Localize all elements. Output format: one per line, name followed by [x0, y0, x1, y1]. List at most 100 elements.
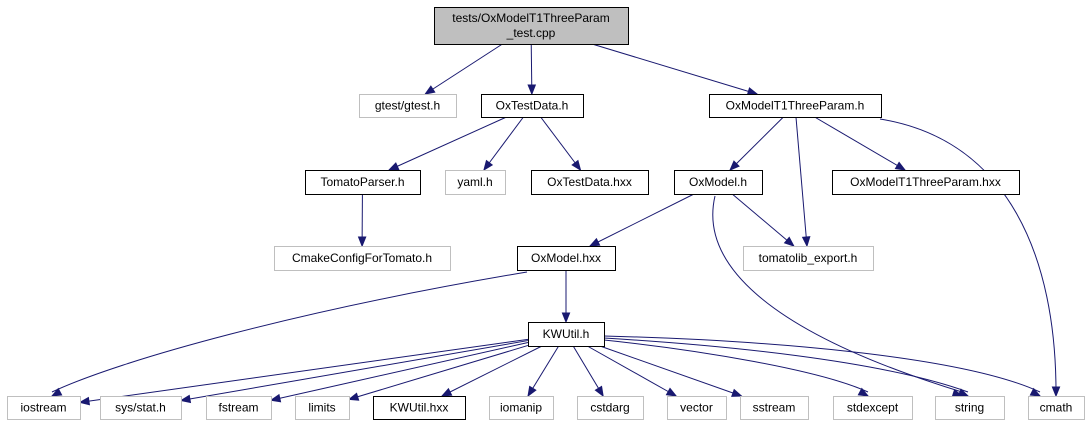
node-oxmodel_hxx-label: OxModel.hxx — [531, 251, 601, 265]
node-tomatolib-label: tomatolib_export.h — [759, 251, 858, 265]
node-oxmodelt1_h[interactable]: OxModelT1ThreeParam.h — [709, 94, 882, 118]
edge-kwutil_h-to-stdexcept-arrowhead — [857, 387, 870, 397]
node-stdexcept-box — [833, 396, 913, 420]
edge-kwutil_h-to-iomanip-arrowhead — [527, 385, 537, 398]
node-gtest-label: gtest/gtest.h — [375, 99, 440, 113]
node-tomatoparser[interactable]: TomatoParser.h — [305, 170, 421, 195]
edge-oxmodel_hxx-to-kwutil_h-arrowhead — [561, 312, 571, 324]
edge-oxtestdata_h-to-tomatoparser — [388, 116, 507, 171]
node-cstdarg-label: cstdarg — [590, 401, 629, 415]
node-oxtestdata_hxx-box — [531, 170, 649, 195]
node-iomanip-box — [489, 396, 554, 420]
node-limits: limits — [295, 396, 350, 420]
edges-layer — [50, 43, 1061, 406]
edge-oxmodelt1_h-to-oxmodelt1_hxx — [814, 116, 906, 171]
edge-oxmodelt1_h-to-tomatolib-arrowhead — [801, 236, 811, 248]
node-string-box — [935, 396, 1005, 420]
node-oxmodel_hxx[interactable]: OxModel.hxx — [517, 246, 616, 271]
node-root-box — [434, 7, 629, 45]
edge-kwutil_h-to-vector-arrowhead — [665, 387, 678, 397]
node-oxmodelt1_hxx[interactable]: OxModelT1ThreeParam.hxx — [832, 170, 1020, 195]
node-sstream-label: sstream — [753, 401, 796, 415]
edge-oxmodelt1_h-to-oxmodel_h-arrowhead — [729, 160, 740, 171]
node-iostream: iostream — [7, 396, 81, 420]
edge-kwutil_h-to-cstdarg-arrowhead — [594, 385, 604, 398]
edge-oxmodelt1_h-to-oxmodelt1_hxx-arrowhead — [894, 161, 907, 171]
node-fstream-box — [206, 396, 272, 420]
node-vector-label: vector — [680, 401, 713, 415]
node-oxtestdata_h-label: OxTestData.h — [496, 99, 569, 113]
node-stdexcept-label: stdexcept — [847, 401, 899, 415]
node-kwutil_hxx-label: KWUtil.hxx — [390, 401, 449, 415]
node-vector-box — [667, 396, 727, 420]
node-kwutil_h[interactable]: KWUtil.h — [528, 322, 605, 347]
node-tomatolib-box — [743, 246, 874, 271]
node-string: string — [935, 396, 1005, 420]
node-root-label: tests/OxModelT1ThreeParam — [452, 11, 609, 25]
node-stdexcept: stdexcept — [833, 396, 913, 420]
node-oxtestdata_h[interactable]: OxTestData.h — [481, 94, 584, 118]
node-cstdarg-box — [577, 396, 644, 420]
node-iostream-label: iostream — [20, 401, 66, 415]
node-oxmodelt1_hxx-label: OxModelT1ThreeParam.hxx — [850, 175, 1001, 189]
edge-kwutil_h-to-cmath-arrowhead — [1029, 387, 1042, 397]
node-kwutil_hxx[interactable]: KWUtil.hxx — [373, 396, 466, 420]
edge-kwutil_h-to-kwutil_hxx — [441, 345, 543, 397]
node-sstream: sstream — [740, 396, 809, 420]
edge-oxmodel_h-to-oxmodel_hxx-arrowhead — [588, 237, 601, 247]
edge-oxmodelt1_h-to-cmath — [879, 118, 1057, 393]
node-cmakeconfig-label: CmakeConfigForTomato.h — [292, 251, 432, 265]
node-oxmodel_h[interactable]: OxModel.h — [674, 170, 763, 195]
edge-kwutil_h-to-limits-arrowhead — [347, 392, 360, 401]
edge-kwutil_h-to-stdexcept — [603, 339, 869, 393]
node-oxmodel_hxx-box — [517, 246, 616, 271]
node-yaml-box — [445, 170, 506, 195]
node-root[interactable]: tests/OxModelT1ThreeParam_test.cpp — [434, 7, 629, 45]
edge-root-to-oxtestdata_h-arrowhead — [527, 84, 537, 96]
node-kwutil_h-label: KWUtil.h — [543, 327, 590, 341]
edge-oxtestdata_h-to-yaml-arrowhead — [483, 159, 494, 172]
edge-kwutil_h-to-iostream — [79, 338, 529, 403]
edge-kwutil_h-to-sysstat — [180, 340, 529, 401]
edge-kwutil_h-to-cmath — [603, 335, 1041, 393]
node-kwutil_hxx-box — [373, 396, 466, 420]
node-sstream-box — [740, 396, 809, 420]
edge-oxmodel_h-to-tomatolib-arrowhead — [783, 236, 795, 247]
node-yaml-label: yaml.h — [457, 175, 492, 189]
edge-kwutil_h-to-sstream — [599, 345, 742, 397]
node-oxmodel_h-label: OxModel.h — [689, 175, 747, 189]
edge-kwutil_h-to-limits — [348, 344, 529, 400]
node-gtest: gtest/gtest.h — [359, 94, 457, 118]
node-cmakeconfig: CmakeConfigForTomato.h — [274, 246, 451, 271]
edge-kwutil_h-to-sstream-arrowhead — [731, 388, 743, 397]
node-iomanip-label: iomanip — [500, 401, 542, 415]
node-sysstat-label: sys/stat.h — [115, 401, 166, 415]
node-tomatoparser-box — [305, 170, 421, 195]
edge-kwutil_h-to-fstream — [270, 342, 529, 401]
edge-oxmodelt1_h-to-cmath-arrowhead — [1051, 386, 1061, 398]
node-vector: vector — [667, 396, 727, 420]
node-yaml: yaml.h — [445, 170, 506, 195]
node-cmath-label: cmath — [1040, 401, 1073, 415]
edge-oxmodel_hxx-to-iostream — [51, 271, 528, 393]
edge-oxmodelt1_h-to-tomatolib — [795, 116, 808, 247]
edge-kwutil_h-to-cstdarg — [572, 345, 604, 397]
node-oxtestdata_hxx[interactable]: OxTestData.hxx — [531, 170, 649, 195]
node-gtest-box — [359, 94, 457, 118]
node-root-label: _test.cpp — [506, 26, 556, 40]
edge-kwutil_h-to-iomanip — [527, 345, 560, 397]
node-fstream: fstream — [206, 396, 272, 420]
node-cstdarg: cstdarg — [577, 396, 644, 420]
edge-oxtestdata_h-to-oxtestdata_hxx-arrowhead — [571, 159, 582, 172]
node-limits-box — [295, 396, 350, 420]
node-oxmodelt1_h-label: OxModelT1ThreeParam.h — [726, 99, 865, 113]
node-oxmodel_h-box — [674, 170, 763, 195]
node-iostream-box — [7, 396, 81, 420]
edge-oxtestdata_h-to-oxtestdata_hxx — [540, 116, 581, 171]
node-oxmodelt1_h-box — [709, 94, 882, 118]
node-cmakeconfig-box — [274, 246, 451, 271]
node-kwutil_h-box — [528, 322, 605, 347]
edge-root-to-gtest-arrowhead — [424, 85, 436, 95]
node-tomatoparser-label: TomatoParser.h — [320, 175, 404, 189]
